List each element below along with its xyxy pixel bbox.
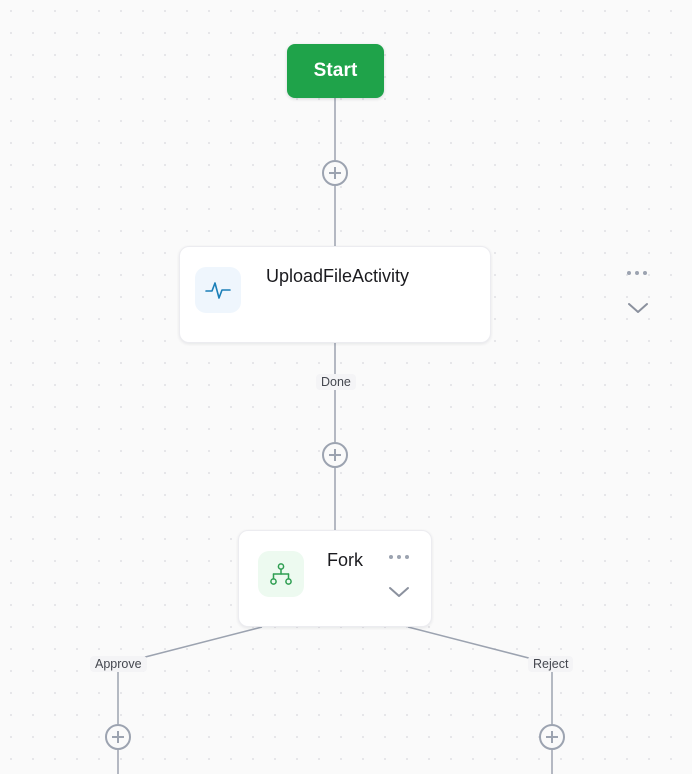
edge-label-done: Done bbox=[316, 374, 356, 390]
edge-label-reject: Reject bbox=[528, 656, 574, 672]
start-node[interactable]: Start bbox=[287, 44, 384, 98]
kebab-menu-icon-upload[interactable] bbox=[627, 271, 647, 275]
pulse-activity-icon bbox=[195, 267, 241, 313]
sitemap-fork-icon bbox=[258, 551, 304, 597]
node-fork[interactable]: Fork bbox=[238, 530, 432, 627]
node-title-upload-file-activity: UploadFileActivity bbox=[266, 266, 410, 286]
start-node-label: Start bbox=[313, 60, 358, 81]
add-step-button-reject-branch[interactable] bbox=[539, 724, 565, 750]
edge-fork-to-reject bbox=[407, 626, 553, 724]
node-title-fork: Fork bbox=[327, 550, 363, 570]
add-step-button-after-start[interactable] bbox=[322, 160, 348, 186]
node-upload-file-activity[interactable]: UploadFileActivity bbox=[179, 246, 648, 343]
chevron-down-icon-upload[interactable] bbox=[627, 302, 649, 314]
edge-fork-to-approve bbox=[117, 626, 263, 724]
chevron-down-icon-fork[interactable] bbox=[388, 586, 410, 598]
add-step-button-after-upload[interactable] bbox=[322, 442, 348, 468]
add-step-button-approve-branch[interactable] bbox=[105, 724, 131, 750]
edge-label-approve: Approve bbox=[90, 656, 147, 672]
kebab-menu-icon-fork[interactable] bbox=[389, 555, 409, 559]
